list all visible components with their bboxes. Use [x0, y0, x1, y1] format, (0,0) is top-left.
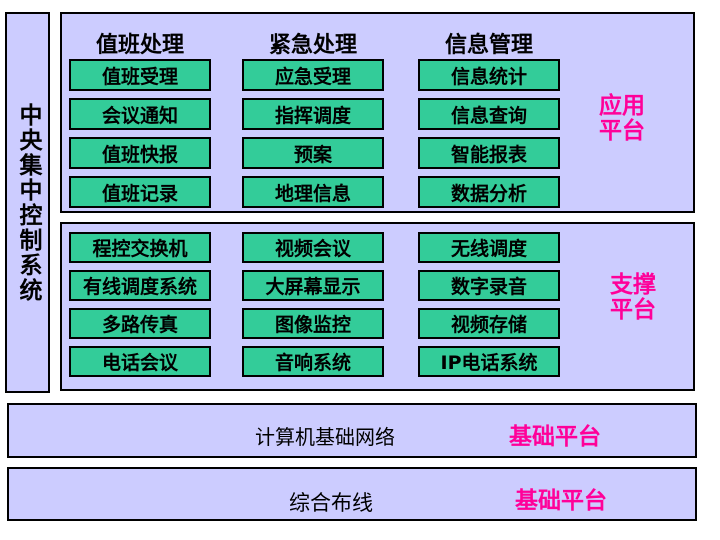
module-box: 数字录音 — [418, 270, 560, 301]
column-header-duty-handling: 值班处理 — [95, 33, 184, 58]
module-box: 有线调度系统 — [69, 270, 211, 301]
module-box: 地理信息 — [242, 176, 384, 208]
module-box: 预案 — [242, 137, 384, 169]
module-box: 智能报表 — [418, 137, 560, 169]
module-box: 会议通知 — [69, 98, 211, 130]
support-column-1: 程控交换机 有线调度系统 多路传真 电话会议 — [69, 224, 211, 377]
module-box: 视频存储 — [418, 308, 560, 339]
application-platform-panel: 值班处理 值班受理 会议通知 值班快报 值班记录 紧急处理 应急受理 指挥调度 … — [60, 12, 695, 213]
module-box: IP电话系统 — [418, 346, 560, 377]
support-platform-panel: 程控交换机 有线调度系统 多路传真 电话会议 视频会议 大屏幕显示 图像监控 音… — [60, 222, 695, 391]
cabling-title: 综合布线 — [289, 491, 373, 515]
base-platform-network-panel: 计算机基础网络 基础平台 — [7, 403, 697, 458]
module-box: 视频会议 — [242, 232, 384, 263]
base-platform-label: 基础平台 — [509, 424, 601, 450]
module-box: 数据分析 — [418, 176, 560, 208]
module-box: 电话会议 — [69, 346, 211, 377]
module-box: 应急受理 — [242, 59, 384, 91]
application-platform-label: 应用 平台 — [599, 93, 645, 144]
module-box: 信息统计 — [418, 59, 560, 91]
module-box: 程控交换机 — [69, 232, 211, 263]
column-header-emergency-handling: 紧急处理 — [268, 33, 357, 58]
network-title: 计算机基础网络 — [255, 425, 395, 449]
module-box: 指挥调度 — [242, 98, 384, 130]
information-management-column: 信息管理 信息统计 信息查询 智能报表 数据分析 — [418, 14, 560, 208]
system-title: 中央集中控制系统 — [15, 102, 41, 303]
module-box: 音响系统 — [242, 346, 384, 377]
support-column-2: 视频会议 大屏幕显示 图像监控 音响系统 — [242, 224, 384, 377]
module-box: 值班快报 — [69, 137, 211, 169]
duty-handling-column: 值班处理 值班受理 会议通知 值班快报 值班记录 — [69, 14, 211, 208]
module-box: 值班受理 — [69, 59, 211, 91]
base-platform-label: 基础平台 — [515, 488, 607, 514]
support-column-3: 无线调度 数字录音 视频存储 IP电话系统 — [418, 224, 560, 377]
module-box: 信息查询 — [418, 98, 560, 130]
support-platform-label: 支撑 平台 — [610, 272, 656, 323]
module-box: 大屏幕显示 — [242, 270, 384, 301]
central-control-system-bar: 中央集中控制系统 — [5, 12, 50, 393]
module-box: 无线调度 — [418, 232, 560, 263]
module-box: 多路传真 — [69, 308, 211, 339]
module-box: 值班记录 — [69, 176, 211, 208]
column-header-information-management: 信息管理 — [444, 33, 533, 58]
emergency-handling-column: 紧急处理 应急受理 指挥调度 预案 地理信息 — [242, 14, 384, 208]
base-platform-cabling-panel: 综合布线 基础平台 — [7, 467, 697, 521]
module-box: 图像监控 — [242, 308, 384, 339]
